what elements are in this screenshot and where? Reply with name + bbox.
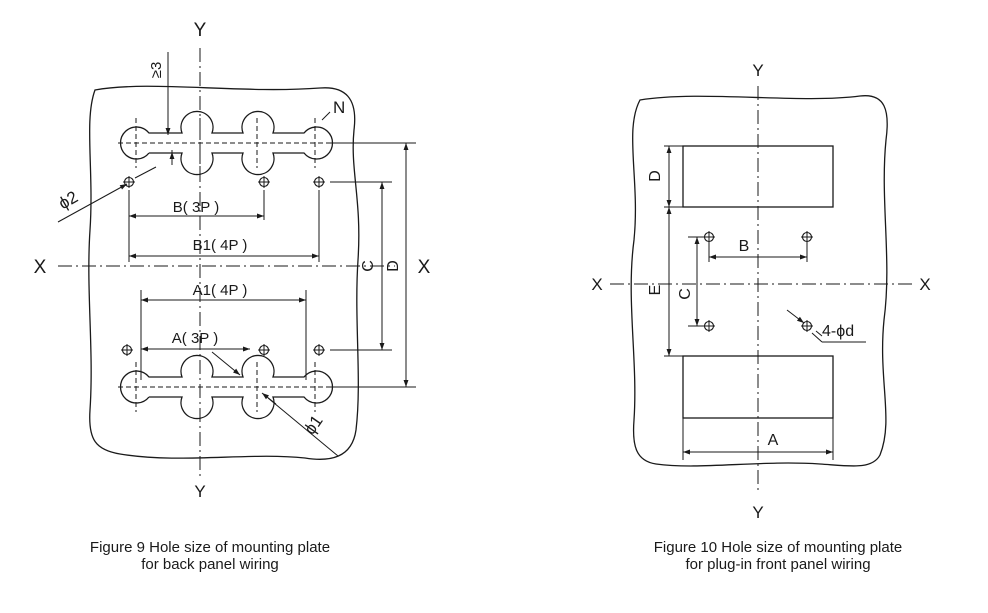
fig10-e-label: E [647,285,664,296]
fig10-caption-line1: Figure 10 Hole size of mounting plate [653,539,903,556]
fig10-holes-label: 4-ϕd [822,323,854,340]
fig9-b3p-label: B( 3P ) [173,199,219,216]
figure-10: Y Y X X D E C B A 4-ϕd [591,61,930,522]
fig9-hole-mark [313,176,325,188]
fig10-b-label: B [739,238,750,255]
fig10-d-label: D [647,170,664,182]
fig10-hole-mark [703,231,715,243]
fig9-d-label: D [385,260,402,272]
fig10-caption-line2: for plug-in front panel wiring [685,556,871,573]
fig9-a14p-label: A1( 4P ) [193,282,248,299]
fig10-x-left-label: X [591,275,602,294]
fig9-hole-mark [313,344,325,356]
fig10-y-top-label: Y [752,61,763,80]
figure-9: Y Y X X ≥3 N ϕ2 B( 3P ) B1( 4P ) A1( 4P … [34,20,431,501]
fig9-a3p-label: A( 3P ) [172,330,218,347]
fig9-caption: Figure 9 Hole size of mounting plate for… [55,539,365,573]
fig10-hole-mark [703,320,715,332]
fig9-plate-outline [88,85,360,460]
fig10-hole-mark [801,231,813,243]
fig9-y-top-label: Y [194,20,207,41]
fig10-plate-outline [630,95,888,467]
fig9-hole-mark [258,344,270,356]
fig10-bottom-cutout [682,355,834,419]
fig9-top-hole-row [118,110,334,176]
fig9-b14p-label: B1( 4P ) [193,237,248,254]
fig9-phi2-label: ϕ2 [55,187,81,213]
fig9-bottom-hole-row [118,354,334,420]
fig9-phi1-label: ϕ1 [300,412,326,438]
fig10-a-label: A [768,432,779,449]
fig9-hole-mark [123,176,135,188]
fig9-gap-label: ≥3 [148,62,165,79]
fig9-y-bottom-label: Y [194,482,205,501]
fig10-x-right-label: X [919,275,930,294]
fig9-x-left-label: X [34,257,47,278]
fig9-c-label: C [360,260,377,272]
fig9-caption-line2: for back panel wiring [141,556,279,573]
fig9-hole-mark [121,344,133,356]
fig9-x-right-label: X [418,257,431,278]
fig9-caption-line1: Figure 9 Hole size of mounting plate [89,539,331,556]
fig10-caption: Figure 10 Hole size of mounting plate fo… [613,539,943,573]
fig9-n-label: N [333,98,345,117]
fig9-hole-mark [258,176,270,188]
fig10-c-label: C [677,288,694,300]
fig10-top-cutout [682,145,834,208]
fig10-y-bottom-label: Y [752,503,763,522]
